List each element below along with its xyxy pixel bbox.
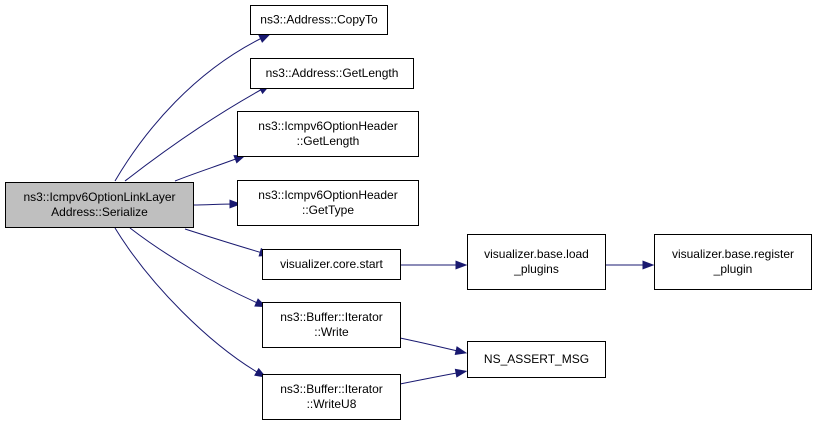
edge-base-load-plugins-to-base-register-plugin [604,260,655,270]
arrowhead-icon [455,260,468,270]
edge-serialize-to-copyto [114,33,271,182]
node-label: ::Write [314,325,349,339]
edge-line [114,35,267,182]
node-core-start[interactable]: visualizer.core.start [262,249,401,280]
edge-core-start-to-base-load-plugins [399,260,468,270]
edge-serialize-to-optionheader-getlength [174,155,247,182]
node-box [262,249,401,280]
node-label: ns3::Buffer::Iterator [280,382,383,396]
node-box [250,5,388,35]
node-label: ns3::Buffer::Iterator [280,310,383,324]
node-box [5,182,194,228]
node-label: ns3::Icmpv6OptionHeader [258,119,397,133]
edge-line [124,86,267,182]
node-serialize: ns3::Icmpv6OptionLinkLayerAddress::Seria… [5,182,194,228]
node-label: _plugin [713,262,753,276]
edge-serialize-to-core-start [184,228,272,257]
node-label: NS_ASSERT_MSG [484,352,589,366]
node-label: ::GetType [302,203,354,217]
edge-line [129,227,263,306]
node-base-register-plugin[interactable]: visualizer.base.register_plugin [654,234,812,290]
arrowhead-icon [258,33,271,43]
edge-line [399,371,463,385]
arrowhead-icon [454,346,468,355]
node-optionheader-getlength[interactable]: ns3::Icmpv6OptionHeader::GetLength [237,111,419,157]
arrowhead-icon [454,368,468,378]
node-box [237,180,419,226]
node-base-load-plugins[interactable]: visualizer.base.load_plugins [467,234,606,290]
edge-line [114,227,263,376]
node-box [262,374,401,420]
node-box [262,302,401,348]
node-label: ::GetLength [297,134,360,148]
edge-line [399,337,463,353]
edge-line [184,228,267,255]
arrowhead-icon [642,260,655,270]
node-box [467,341,606,378]
edge-iterator-write-to-assert-msg [399,337,468,355]
node-label: ::WriteU8 [307,397,357,411]
node-iterator-write[interactable]: ns3::Buffer::Iterator::Write [262,302,401,348]
node-label: ns3::Icmpv6OptionLinkLayer [23,190,175,204]
arrowhead-icon [229,199,242,209]
node-assert-msg[interactable]: NS_ASSERT_MSG [467,341,606,378]
nodes-layer: ns3::Icmpv6OptionLinkLayerAddress::Seria… [5,5,812,420]
node-box [654,234,812,290]
node-optionheader-gettype[interactable]: ns3::Icmpv6OptionHeader::GetType [237,180,419,226]
node-label: _plugins [513,262,559,276]
node-box [467,234,606,290]
node-box [237,111,419,157]
node-box [250,58,414,89]
node-label: visualizer.base.load [484,247,589,261]
node-address-getlength[interactable]: ns3::Address::GetLength [250,58,414,89]
edge-serialize-to-optionheader-gettype [192,199,242,209]
node-label: ns3::Address::GetLength [266,66,399,80]
node-copyto[interactable]: ns3::Address::CopyTo [250,5,388,35]
node-label: visualizer.core.start [280,257,383,271]
node-label: ns3::Address::CopyTo [260,13,378,27]
node-label: ns3::Icmpv6OptionHeader [258,188,397,202]
edge-serialize-to-iterator-write [129,227,267,308]
edge-iterator-writeu8-to-assert-msg [399,368,468,385]
edge-line [174,156,242,182]
edge-serialize-to-iterator-writeu8 [114,227,267,378]
node-label: Address::Serialize [51,205,148,219]
node-label: visualizer.base.register [672,247,794,261]
node-iterator-writeu8[interactable]: ns3::Buffer::Iterator::WriteU8 [262,374,401,420]
